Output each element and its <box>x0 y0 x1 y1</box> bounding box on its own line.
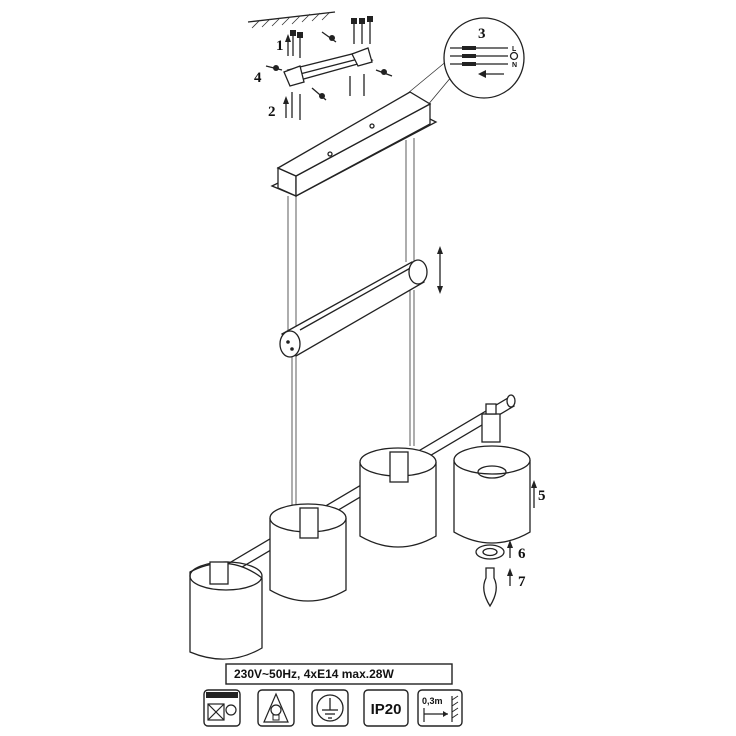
spec-box: 230V~50Hz, 4xE14 max.28W <box>225 663 453 685</box>
lamp-shades <box>189 403 531 660</box>
spec-text: 230V~50Hz, 4xE14 max.28W <box>234 667 394 681</box>
step-label-3: 3 <box>478 26 486 42</box>
suspension-cables <box>287 138 415 514</box>
no-covering-bulb-icon <box>257 689 295 727</box>
direction-arrows <box>283 34 537 586</box>
ground-symbol-icon <box>311 689 349 727</box>
height-adjuster <box>279 246 443 358</box>
ip20-icon: IP20 <box>363 689 409 727</box>
step-label-4: 4 <box>254 70 262 86</box>
step-label-2: 2 <box>268 104 276 120</box>
step-label-6: 6 <box>518 546 526 562</box>
step-label-1: 1 <box>276 38 284 54</box>
ip-rating-text: IP20 <box>371 701 402 718</box>
ceiling-mount-no-insulation-icon <box>203 689 241 727</box>
mounting-bracket <box>265 16 393 120</box>
ring-and-bulb <box>475 544 505 608</box>
wiring-detail <box>401 17 525 113</box>
wire-label-neutral: N <box>512 62 517 69</box>
step-label-7: 7 <box>518 574 526 590</box>
ceiling-canopy <box>270 91 438 198</box>
wire-label-live: L <box>512 46 517 53</box>
distance-text: 0,3m <box>422 696 443 706</box>
symbol-row: IP20 0,3m <box>203 689 463 727</box>
step-label-5: 5 <box>538 488 546 504</box>
min-distance-icon: 0,3m <box>417 689 463 727</box>
ceiling-hatch <box>247 11 336 29</box>
